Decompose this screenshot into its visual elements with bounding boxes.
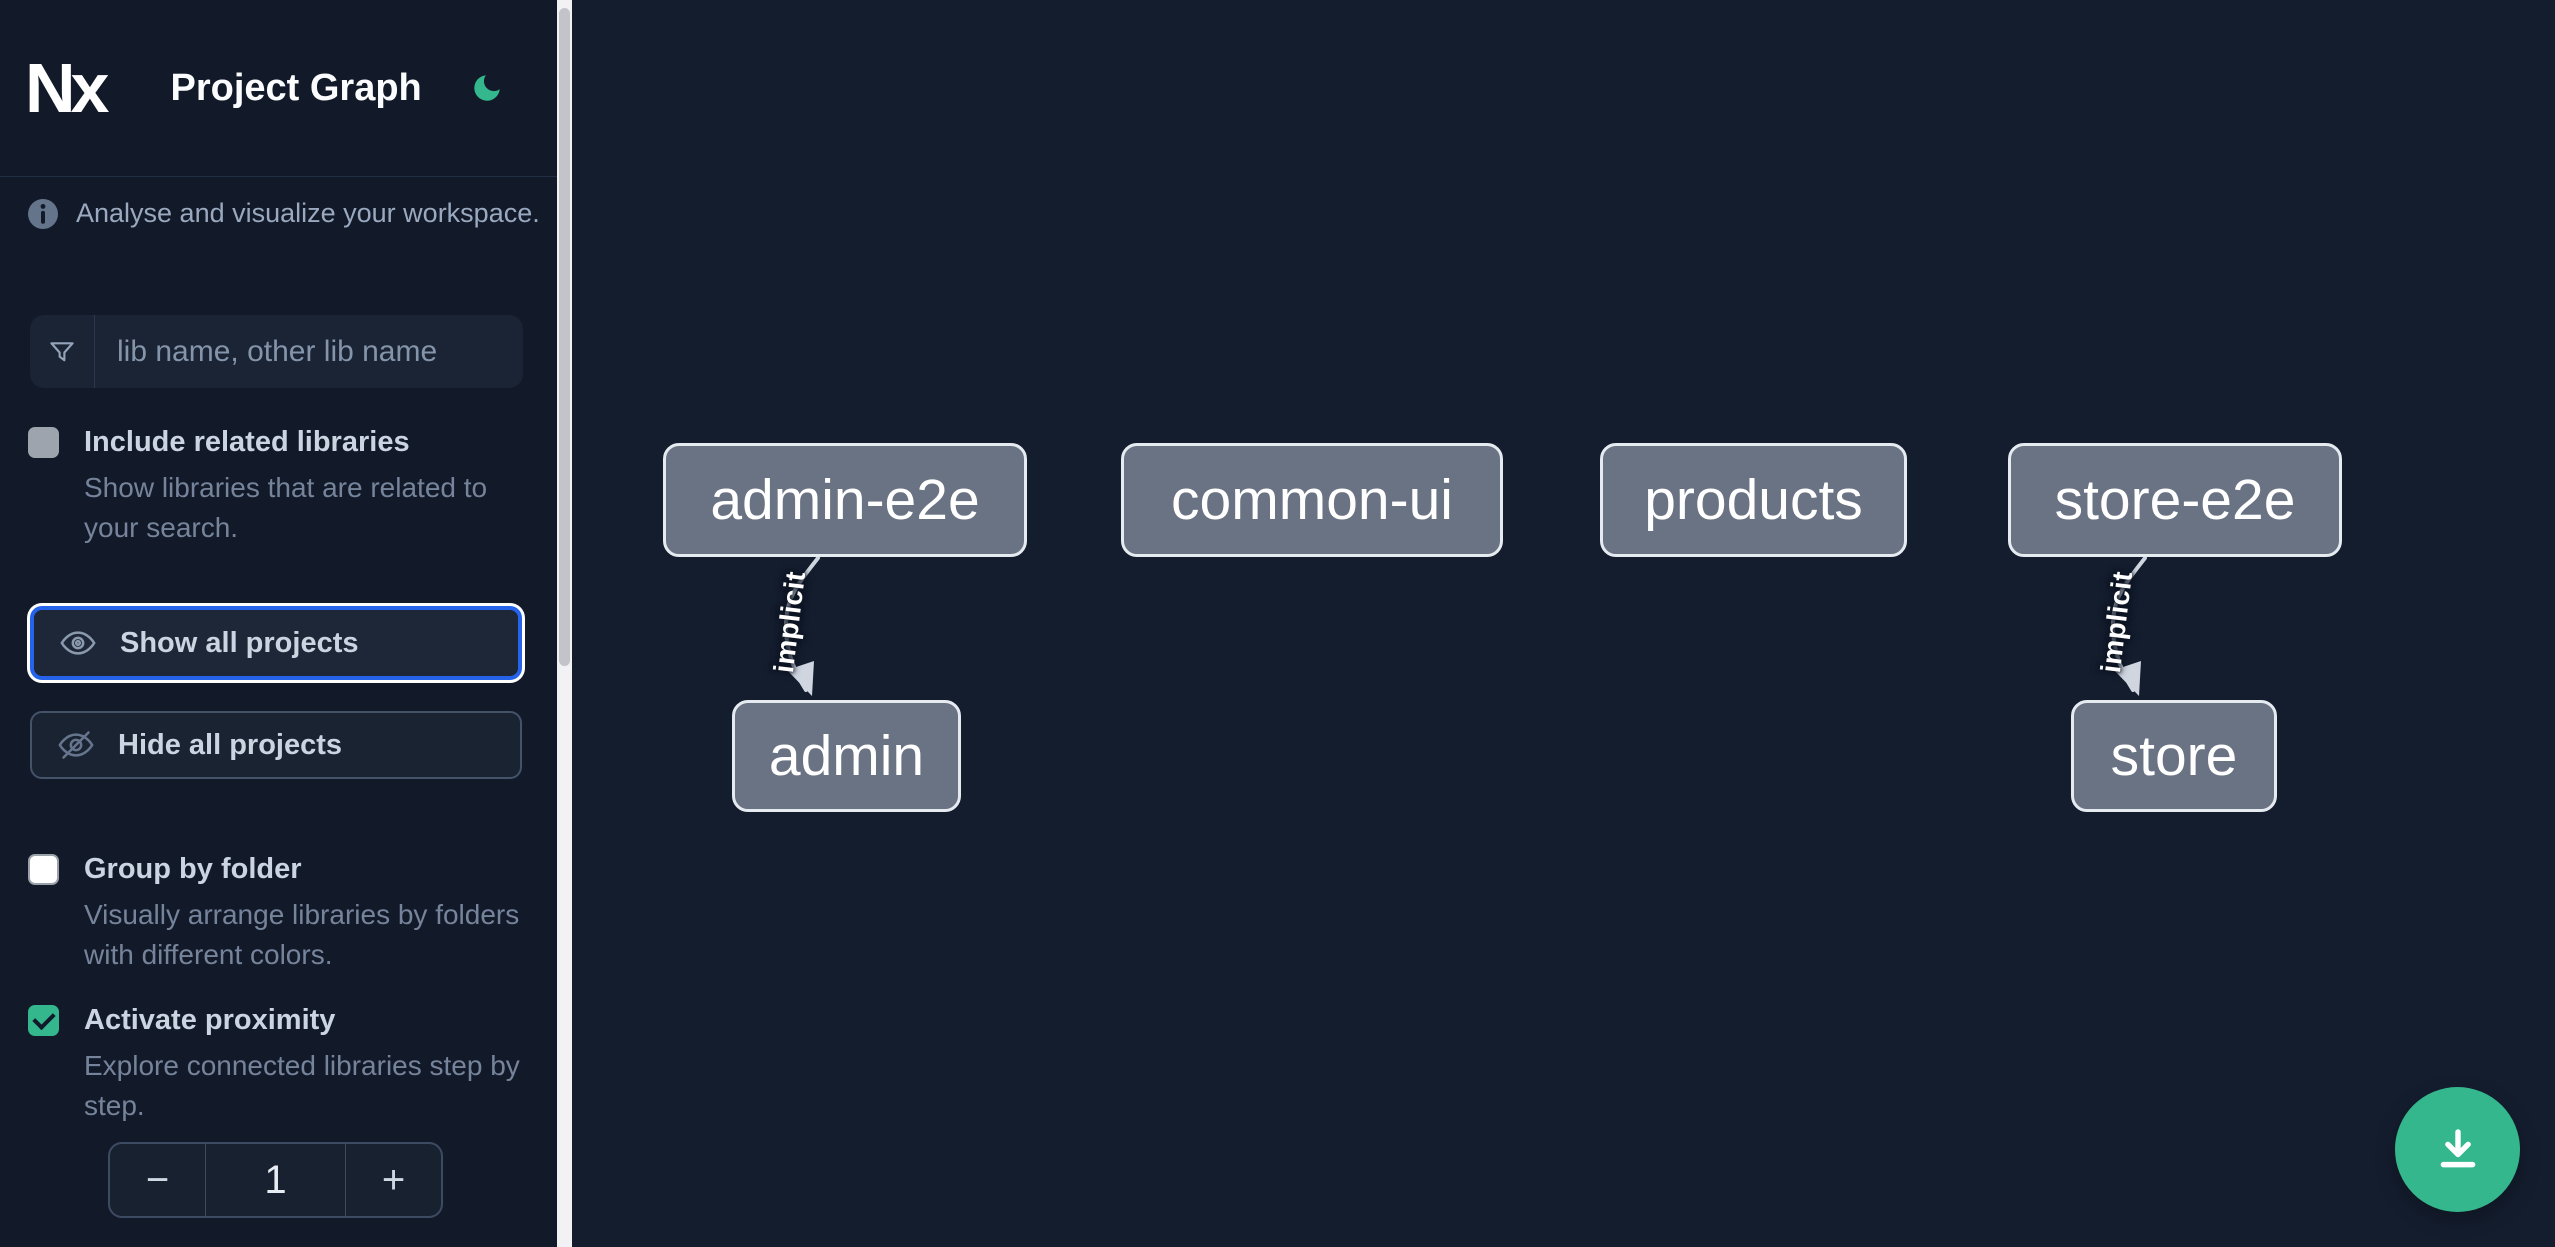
info-icon [28, 198, 58, 229]
eye-icon [58, 623, 98, 663]
moon-icon [470, 71, 504, 105]
download-graph-button[interactable] [2395, 1087, 2520, 1212]
sidebar-scrollbar-track [557, 0, 572, 1247]
graph-node-admin-e2e[interactable]: admin-e2e [663, 443, 1027, 557]
graph-canvas[interactable] [572, 0, 2555, 1247]
sidebar: Nx Project Graph Analyse and visualize y… [0, 0, 557, 1247]
option-label: Activate proximity [84, 1004, 336, 1036]
option-label: Include related libraries [84, 426, 410, 458]
include-related-checkbox[interactable] [28, 427, 59, 458]
nx-logo: Nx [25, 49, 110, 127]
show-all-projects-button[interactable]: Show all projects [30, 606, 522, 680]
hide-all-projects-button[interactable]: Hide all projects [30, 711, 522, 779]
filter-input[interactable] [95, 315, 523, 388]
decrease-depth-button[interactable]: − [110, 1144, 206, 1216]
graph-node-common-ui[interactable]: common-ui [1121, 443, 1503, 557]
graph-node-products[interactable]: products [1600, 443, 1907, 557]
workspace-info: Analyse and visualize your workspace. [28, 198, 540, 229]
graph-node-store[interactable]: store [2071, 700, 2277, 812]
depth-value: 1 [206, 1144, 346, 1216]
option-description: Explore connected libraries step by step… [84, 1050, 520, 1121]
option-description: Visually arrange libraries by folders wi… [84, 899, 520, 970]
option-description: Show libraries that are related to your … [84, 472, 488, 543]
group-by-folder-checkbox[interactable] [28, 854, 59, 885]
option-label: Group by folder [84, 853, 302, 885]
info-text: Analyse and visualize your workspace. [76, 198, 540, 228]
check-icon [32, 1006, 56, 1031]
increase-depth-button[interactable]: + [346, 1144, 441, 1216]
page-title: Project Graph [170, 66, 422, 109]
graph-node-store-e2e[interactable]: store-e2e [2008, 443, 2342, 557]
theme-toggle-button[interactable] [469, 70, 505, 106]
eye-off-icon [56, 725, 96, 765]
download-icon [2431, 1123, 2485, 1177]
sidebar-header: Nx Project Graph [0, 0, 557, 177]
option-include-related: Include related libraries Show libraries… [28, 424, 533, 548]
library-filter [30, 315, 523, 388]
proximity-depth-stepper: − 1 + [108, 1142, 443, 1218]
sidebar-scrollbar-thumb[interactable] [559, 8, 570, 666]
activate-proximity-checkbox[interactable] [28, 1005, 59, 1036]
button-label: Show all projects [120, 626, 359, 659]
funnel-icon [30, 315, 95, 388]
button-label: Hide all projects [118, 728, 343, 761]
option-activate-proximity: Activate proximity Explore connected lib… [28, 1002, 533, 1126]
graph-node-admin[interactable]: admin [732, 700, 961, 812]
option-group-by-folder: Group by folder Visually arrange librari… [28, 851, 533, 975]
